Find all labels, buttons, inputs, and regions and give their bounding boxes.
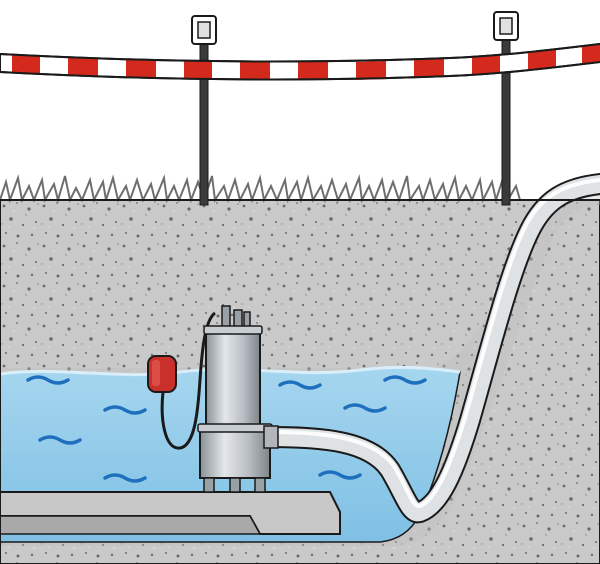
submersible-pump — [197, 305, 279, 493]
fence-post-right — [493, 11, 519, 206]
float-switch — [147, 355, 177, 393]
grass — [0, 174, 521, 204]
barrier-tape — [0, 42, 600, 81]
fence-post-left — [191, 15, 217, 206]
float-switch-cable — [160, 311, 217, 450]
